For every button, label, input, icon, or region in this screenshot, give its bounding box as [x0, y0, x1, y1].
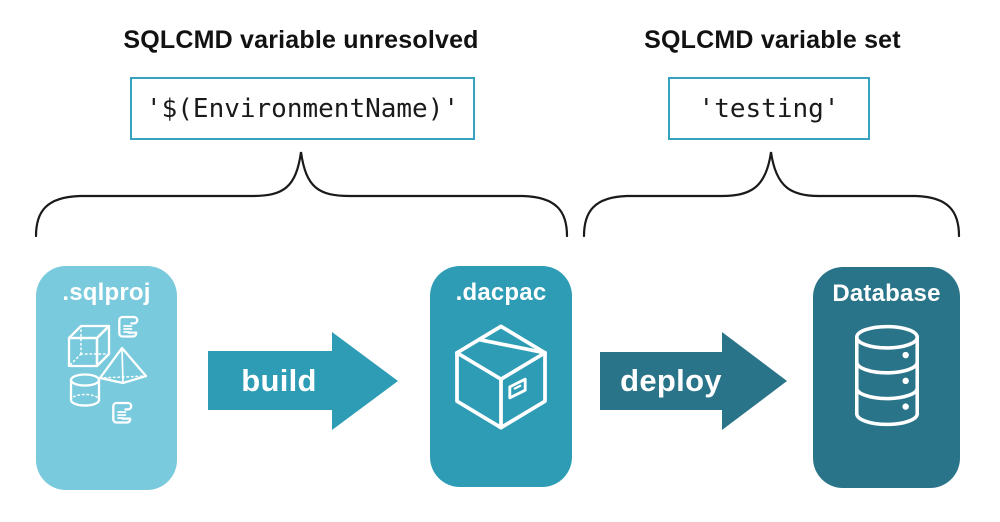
- scroll-icon: [111, 401, 132, 424]
- cylinder-icon: [69, 373, 100, 407]
- node-database: Database: [813, 267, 960, 488]
- code-box-testing-value: 'testing': [668, 77, 870, 140]
- database-cylinder-icon: [854, 324, 919, 427]
- node-dacpac-label: .dacpac: [455, 279, 547, 306]
- sql-objects-icon-group: [67, 315, 147, 424]
- deploy-arrow: [600, 332, 787, 430]
- code-box-environment-variable: '$(EnvironmentName)': [130, 77, 475, 140]
- code-text-testing-value: 'testing': [698, 93, 840, 124]
- heading-sqlcmd-unresolved: SQLCMD variable unresolved: [123, 26, 479, 54]
- code-text-environment-variable: '$(EnvironmentName)': [145, 93, 460, 124]
- left-curly-brace: [34, 151, 569, 238]
- pyramid-icon: [98, 346, 147, 385]
- right-curly-brace: [582, 151, 961, 238]
- scroll-icon: [117, 315, 138, 338]
- build-arrow-label: build: [241, 363, 317, 398]
- node-sqlproj-label: .sqlproj: [62, 279, 151, 306]
- node-dacpac: .dacpac: [430, 266, 572, 487]
- cube-icon: [67, 324, 110, 368]
- deploy-arrow-label: deploy: [620, 363, 722, 398]
- node-database-label: Database: [832, 280, 941, 307]
- node-sqlproj: .sqlproj: [36, 266, 177, 490]
- heading-sqlcmd-set: SQLCMD variable set: [644, 26, 901, 54]
- package-icon: [455, 324, 547, 430]
- build-arrow: [208, 332, 398, 430]
